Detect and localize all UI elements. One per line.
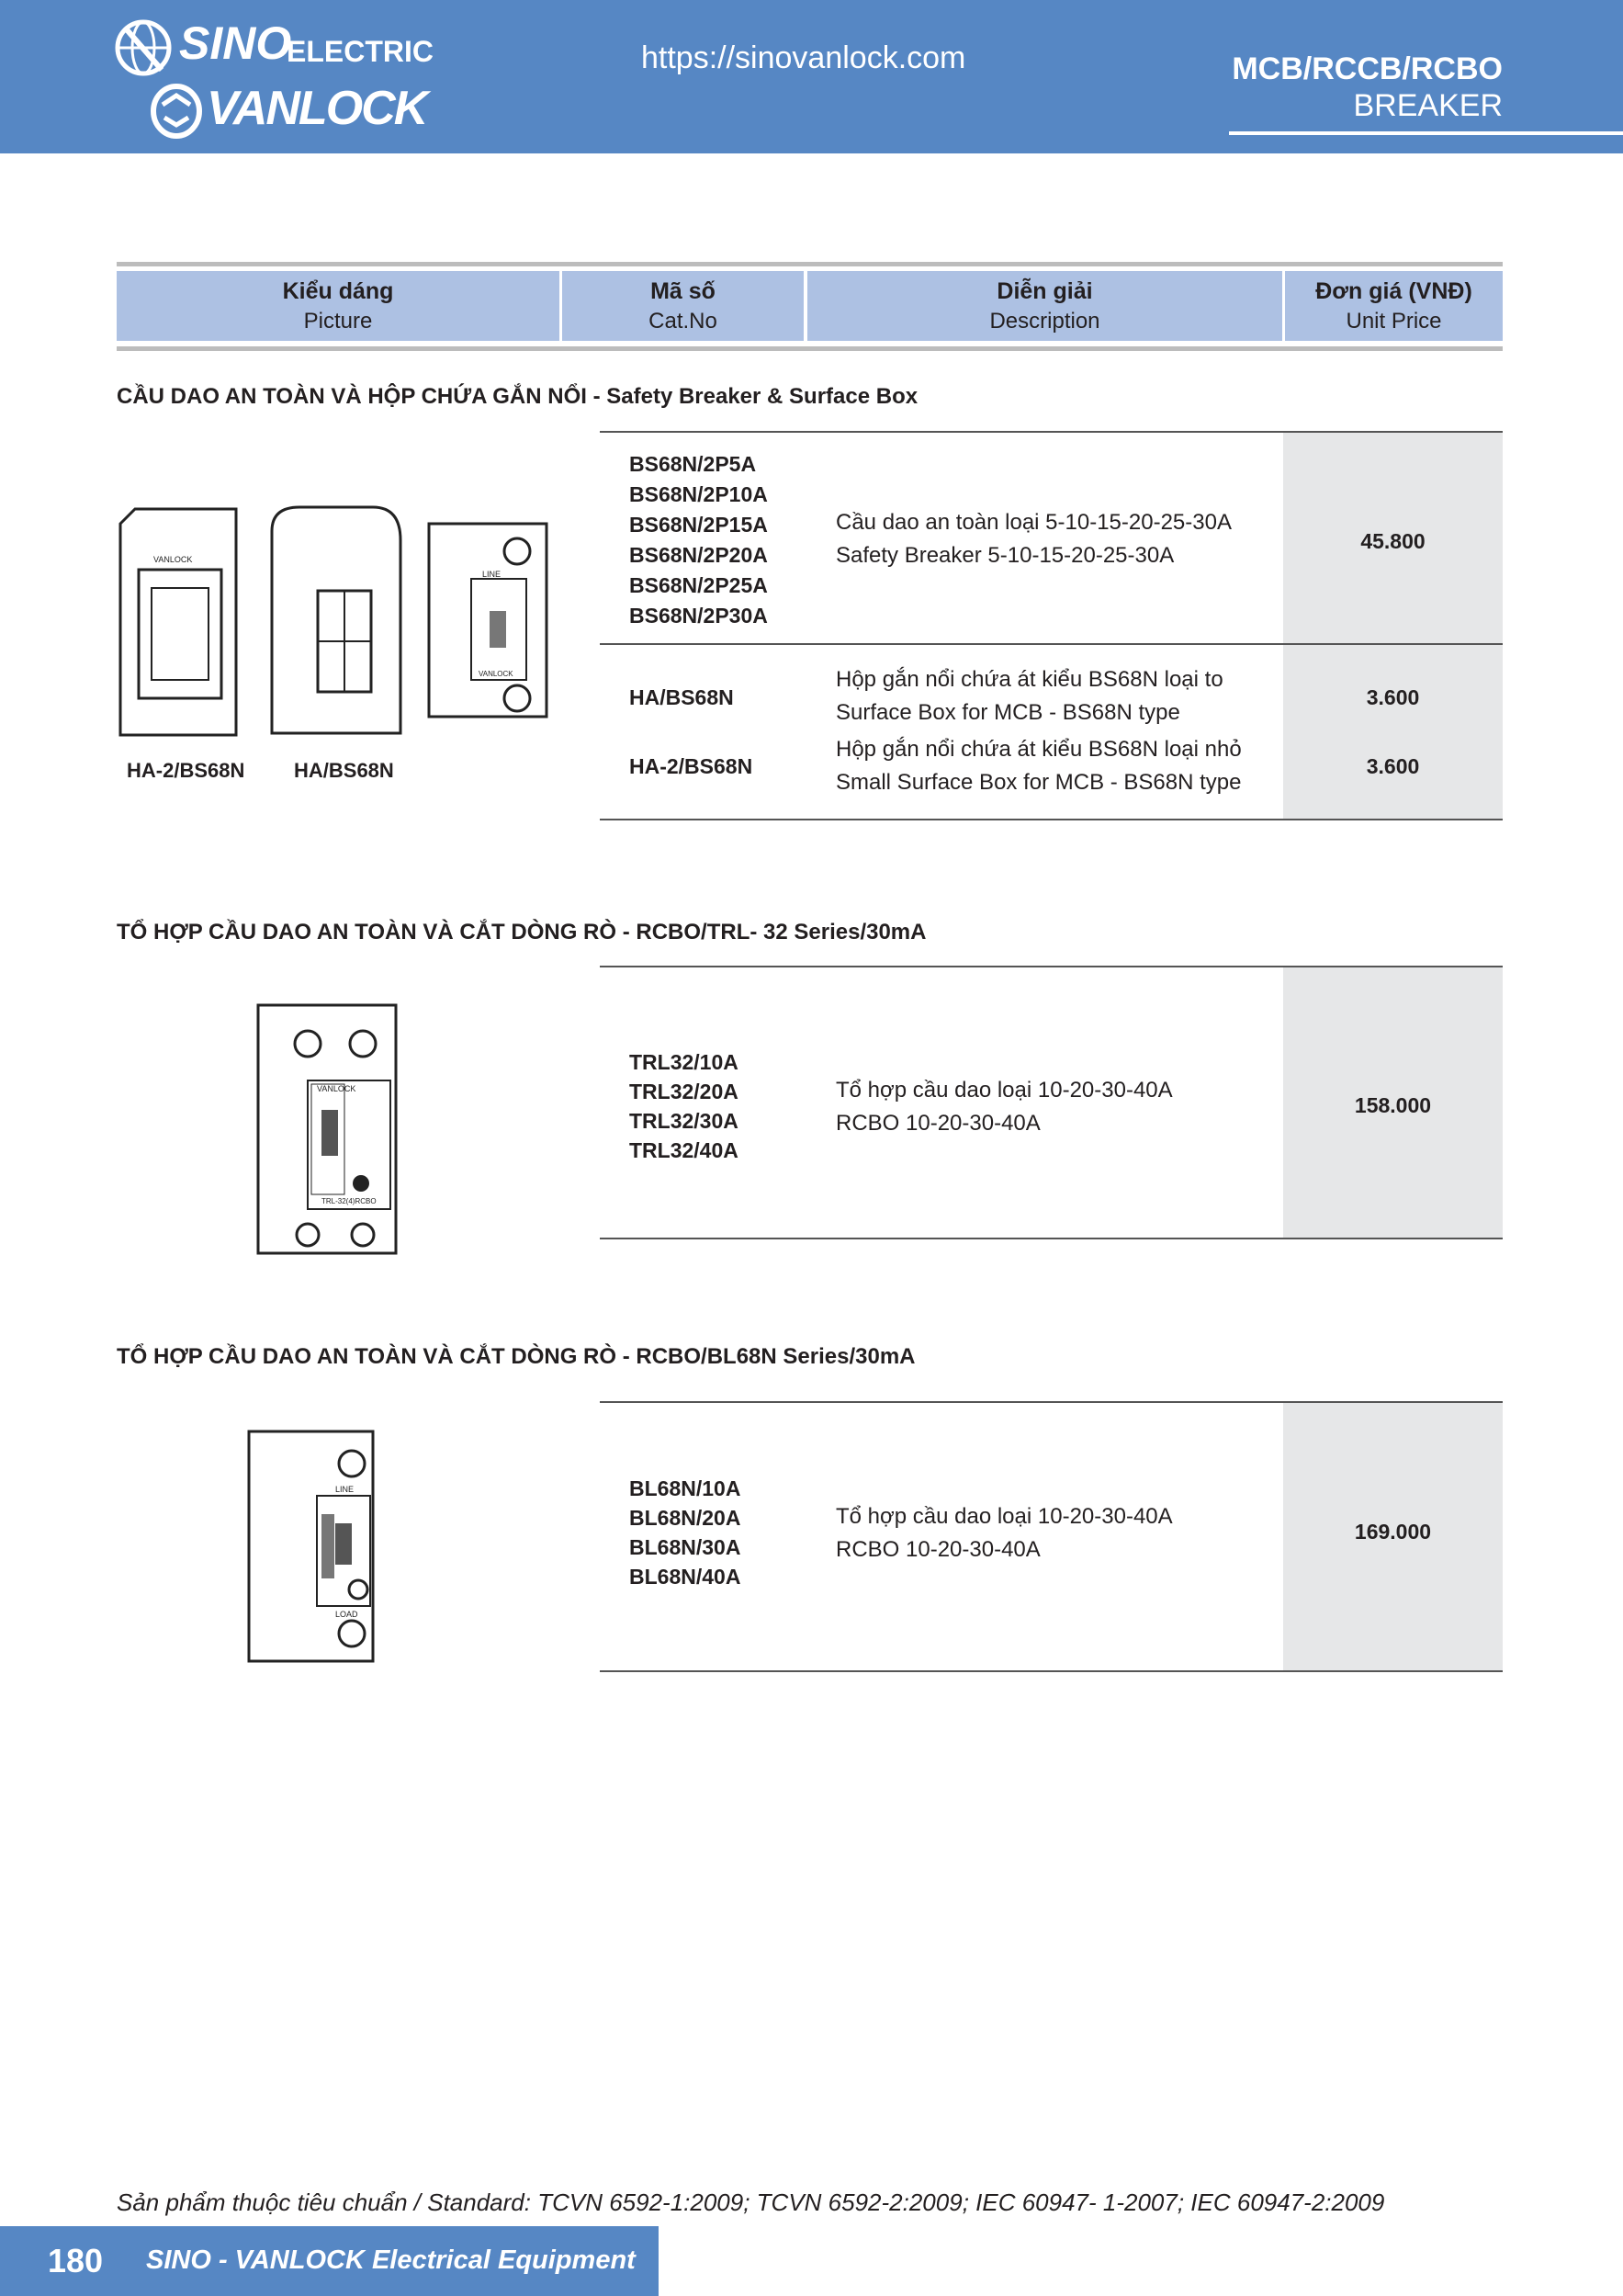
cat-no: BL68N/20A (629, 1506, 741, 1530)
cat-no-list: TRL32/10A TRL32/20A TRL32/30A TRL32/40A (629, 1047, 738, 1165)
desc-en: Safety Breaker 5-10-15-20-25-30A (836, 543, 1175, 568)
unit-price: 169.000 (1354, 1520, 1432, 1544)
cat-no: BL68N/10A (629, 1476, 741, 1500)
cat-no: TRL32/40A (629, 1138, 738, 1162)
header-vi: Kiểu dáng (282, 278, 394, 304)
description: Cầu dao an toàn loại 5-10-15-20-25-30A Sa… (836, 506, 1232, 572)
vanlock-emblem-icon (151, 84, 202, 139)
description: Hộp gắn nổi chứa át kiểu BS68N loại to Su… (836, 663, 1223, 730)
desc-en: RCBO 10-20-30-40A (836, 1111, 1041, 1136)
svg-text:TRL-32(4)RCBO: TRL-32(4)RCBO (321, 1197, 377, 1205)
footer-brand: SINO - VANLOCK Electrical Equipment (146, 2245, 636, 2275)
rcbo-trl32-image: VANLOCK TRL-32(4)RCBO (256, 1003, 398, 1255)
desc-vi: Hộp gắn nổi chứa át kiểu BS68N loại nhỏ (836, 737, 1242, 762)
table-header-bottom-rule (117, 346, 1503, 351)
rcbo-bl68n-image: LINE LOAD (247, 1430, 375, 1663)
surface-box-small-image: VANLOCK (118, 507, 238, 737)
cat-no: BS68N/2P25A (629, 573, 768, 597)
svg-text:VANLOCK: VANLOCK (479, 670, 513, 678)
picture-label: HA/BS68N (294, 759, 394, 782)
section-title: CẦU DAO AN TOÀN VÀ HỘP CHỨA GẮN NỔI - Sa… (117, 384, 919, 409)
header-vi: Mã số (650, 278, 716, 304)
cat-no: TRL32/10A (629, 1050, 738, 1074)
row-rule (600, 819, 1503, 820)
row-rule (600, 643, 1503, 645)
cat-no: TRL32/20A (629, 1080, 738, 1103)
website-url[interactable]: https://sinovanlock.com (641, 40, 966, 75)
desc-vi: Tổ hợp cầu dao loại 10-20-30-40A (836, 1078, 1173, 1103)
standards-note: Sản phẩm thuộc tiêu chuẩn / Standard: TC… (117, 2189, 1385, 2216)
cat-no: BS68N/2P10A (629, 482, 768, 506)
unit-price: 45.800 (1360, 529, 1426, 553)
svg-text:VANLOCK: VANLOCK (317, 1084, 355, 1093)
cat-no: BL68N/40A (629, 1565, 741, 1589)
unit-price: 158.000 (1354, 1093, 1432, 1117)
row-rule (600, 1670, 1503, 1672)
category-subtitle: BREAKER (1353, 88, 1504, 123)
svg-text:LOAD: LOAD (335, 1610, 358, 1619)
description: Tổ hợp cầu dao loại 10-20-30-40A RCBO 10-… (836, 1074, 1173, 1140)
table-top-rule (117, 262, 1503, 266)
cat-no: BS68N/2P30A (629, 604, 768, 628)
page-header: SINO ELECTRIC VANLOCK https://sinovanloc… (0, 0, 1623, 153)
cat-no: BS68N/2P20A (629, 543, 768, 567)
desc-en: Surface Box for MCB - BS68N type (836, 700, 1180, 725)
section-title: TỔ HỢP CẦU DAO AN TOÀN VÀ CẮT DÒNG RÒ - … (117, 920, 927, 944)
desc-vi: Cầu dao an toàn loại 5-10-15-20-25-30A (836, 510, 1232, 535)
svg-text:LINE: LINE (335, 1485, 354, 1494)
price-column-bg (1283, 1402, 1503, 1671)
page-number: 180 (48, 2242, 104, 2279)
cat-no: HA/BS68N (629, 685, 734, 709)
category-title: MCB/RCCB/RCBO (1232, 51, 1503, 86)
row-rule (600, 1401, 1503, 1403)
section-title: TỔ HỢP CẦU DAO AN TOÀN VÀ CẮT DÒNG RÒ - … (117, 1344, 916, 1369)
cat-no-list: BL68N/10A BL68N/20A BL68N/30A BL68N/40A (629, 1474, 740, 1591)
logo-electric: ELECTRIC (287, 35, 434, 68)
price-column-bg (1283, 967, 1503, 1238)
cat-no: BL68N/30A (629, 1535, 741, 1559)
cat-no: BS68N/2P5A (629, 452, 757, 476)
header-vi: Đơn giá (VNĐ) (1315, 278, 1472, 304)
unit-price: 3.600 (1366, 685, 1420, 709)
header-en: Cat.No (648, 309, 717, 334)
price-column-bg (1283, 432, 1503, 820)
surface-box-large-image (270, 505, 402, 735)
sino-globe-icon (115, 19, 172, 76)
header-en: Unit Price (1346, 309, 1442, 334)
cat-no: BS68N/2P15A (629, 513, 768, 537)
logo-sino: SINO (179, 17, 292, 69)
column-header-price: Đơn giá (VNĐ) Unit Price (1285, 271, 1503, 341)
description: Tổ hợp cầu dao loại 10-20-30-40A RCBO 10-… (836, 1500, 1173, 1566)
desc-en: Small Surface Box for MCB - BS68N type (836, 770, 1242, 795)
cat-no: HA-2/BS68N (629, 754, 753, 778)
row-rule (600, 431, 1503, 433)
desc-vi: Tổ hợp cầu dao loại 10-20-30-40A (836, 1504, 1173, 1529)
safety-breaker-bs68n-image: LINE VANLOCK (427, 522, 548, 718)
row-rule (600, 966, 1503, 967)
picture-label: HA-2/BS68N (127, 759, 245, 782)
header-en: Picture (303, 309, 373, 334)
svg-text:LINE: LINE (482, 570, 501, 579)
cat-no: TRL32/30A (629, 1109, 738, 1133)
row-rule (600, 1238, 1503, 1239)
header-divider (1229, 131, 1623, 135)
desc-en: RCBO 10-20-30-40A (836, 1537, 1041, 1562)
logo-vanlock: VANLOCK (207, 82, 428, 135)
cat-no-list: BS68N/2P5A BS68N/2P10A BS68N/2P15A BS68N… (629, 449, 768, 631)
footer-bar (0, 2226, 659, 2296)
header-vi: Diễn giải (997, 278, 1093, 304)
svg-text:VANLOCK: VANLOCK (153, 555, 192, 564)
header-en: Description (989, 309, 1100, 334)
desc-vi: Hộp gắn nổi chứa át kiểu BS68N loại to (836, 667, 1223, 692)
column-header-catno: Mã số Cat.No (562, 271, 804, 341)
unit-price: 3.600 (1366, 754, 1420, 778)
